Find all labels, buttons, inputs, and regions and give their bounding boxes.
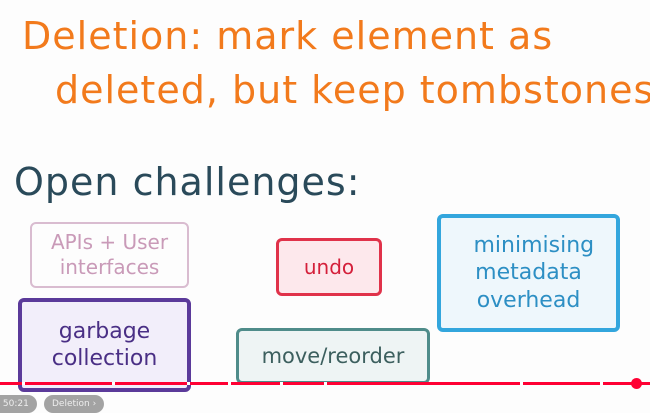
chapter-divider	[228, 382, 231, 385]
chapter-title: Deletion	[52, 399, 90, 409]
slide-subtitle: Open challenges:	[14, 160, 361, 204]
challenge-undo: undo	[276, 238, 382, 296]
chapter-divider	[520, 382, 523, 385]
chapter-divider	[280, 382, 283, 385]
chapter-divider	[324, 382, 327, 385]
challenge-apis: APIs + User interfaces	[30, 222, 189, 288]
challenge-label: garbage collection	[51, 318, 158, 372]
scrubber-handle[interactable]	[631, 378, 642, 389]
challenge-gc: garbage collection	[18, 298, 191, 392]
slide-title-line2: deleted, but keep tombstones	[55, 68, 650, 112]
challenge-label: move/reorder	[261, 343, 405, 368]
chevron-right-icon: ›	[92, 399, 97, 409]
current-time: 50:21	[2, 399, 29, 409]
chapter-divider	[187, 382, 190, 385]
challenge-label: minimising metadata overhead	[473, 232, 595, 313]
slide-title-line1: Deletion: mark element as	[22, 14, 554, 58]
time-display: 50:21	[0, 395, 37, 413]
challenge-label: undo	[303, 254, 355, 279]
challenge-move: move/reorder	[236, 328, 430, 384]
challenge-label: APIs + User interfaces	[50, 230, 169, 279]
chapter-button[interactable]: Deletion ›	[44, 395, 105, 413]
chapter-divider	[22, 382, 25, 385]
challenge-metadata: minimising metadata overhead	[437, 214, 620, 332]
chapter-divider	[112, 382, 115, 385]
chapter-divider	[600, 382, 603, 385]
